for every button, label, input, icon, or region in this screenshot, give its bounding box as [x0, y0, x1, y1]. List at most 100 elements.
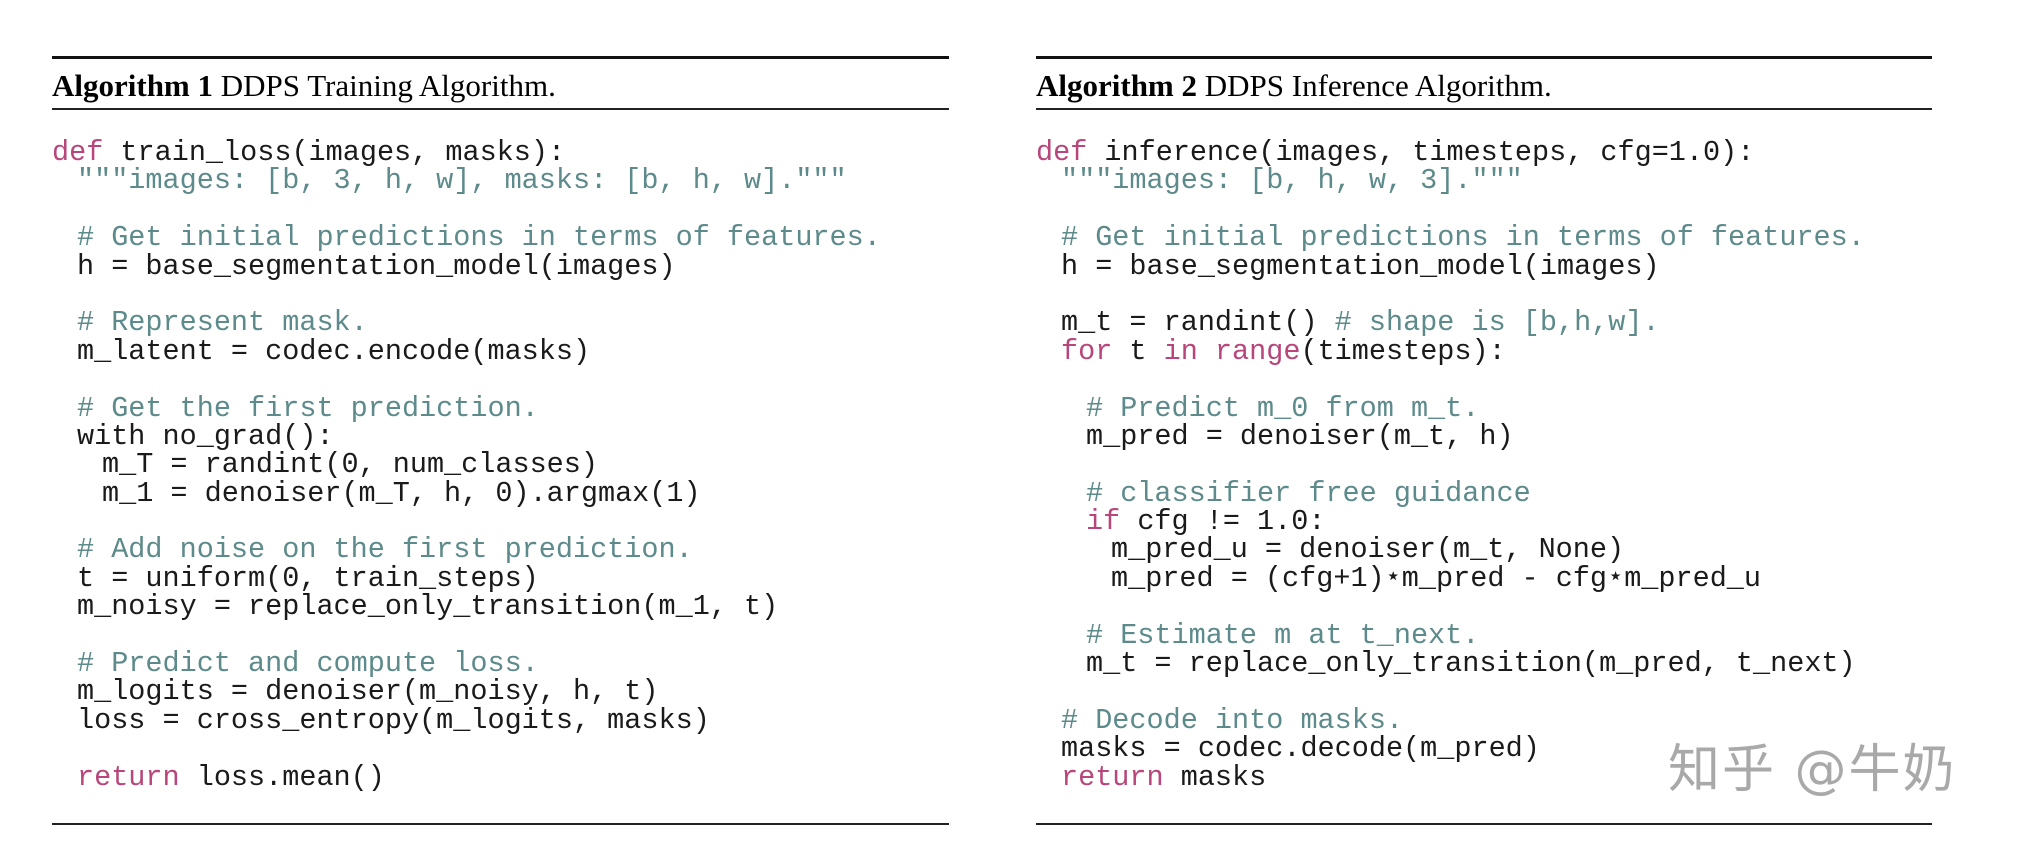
code-text: with no_grad(): — [77, 419, 334, 453]
caption-rule — [52, 108, 949, 110]
code-line: for t in range(timesteps): — [1036, 334, 1932, 368]
code-line: m_logits = denoiser(m_noisy, h, t) — [52, 675, 949, 709]
code-line: m_pred = denoiser(m_t, h) — [1036, 419, 1932, 453]
code-keyword: in — [1163, 334, 1198, 368]
code-line: t = uniform(0, train_steps) — [52, 561, 949, 595]
code-line: m_t = randint() # shape is [b,h,w]. — [1036, 306, 1932, 340]
code-line: """images: [b, h, w, 3].""" — [1036, 164, 1932, 198]
top-rule — [52, 56, 949, 59]
blank-line — [52, 366, 949, 394]
blank-line — [1036, 451, 1932, 479]
code-comment: # Get initial predictions in terms of fe… — [1061, 221, 1865, 255]
blank-line — [1036, 678, 1932, 706]
blank-line — [52, 735, 949, 763]
code-text: loss = cross_entropy(m_logits, masks) — [77, 703, 710, 737]
top-rule — [1036, 56, 1932, 59]
code-text: m_T = randint(0, num_classes) — [102, 448, 598, 482]
algorithm-title: DDPS Inference Algorithm. — [1204, 68, 1552, 103]
code-listing: def train_loss(images, masks):"""images:… — [52, 136, 949, 794]
code-keyword: return — [1061, 760, 1164, 794]
code-text: inference(images, timesteps, cfg=1.0): — [1087, 136, 1755, 169]
code-keyword: if — [1086, 505, 1121, 539]
code-line: if cfg != 1.0: — [1036, 505, 1932, 539]
code-text: m_1 = denoiser(m_T, h, 0).argmax(1) — [102, 476, 701, 510]
code-line: # Add noise on the first prediction. — [52, 533, 949, 567]
code-keyword: return — [77, 760, 180, 794]
code-line: m_T = randint(0, num_classes) — [52, 448, 949, 482]
blank-line — [52, 281, 949, 309]
algorithm-title: DDPS Training Algorithm. — [220, 68, 556, 103]
code-line: return masks — [1036, 760, 1932, 794]
code-text: t — [1112, 334, 1164, 368]
algorithm-label: Algorithm 1 — [52, 68, 214, 103]
code-text — [1198, 335, 1215, 368]
code-line: # Get initial predictions in terms of fe… — [1036, 221, 1932, 255]
code-text: h = base_segmentation_model(images) — [77, 249, 676, 283]
code-comment: # classifier free guidance — [1086, 476, 1531, 510]
code-text: train_loss(images, masks): — [103, 136, 566, 169]
code-comment: # Get the first prediction. — [77, 391, 539, 425]
code-line: # Get initial predictions in terms of fe… — [52, 223, 949, 252]
code-text: m_pred_u = denoiser(m_t, None) — [1111, 533, 1625, 567]
code-text: (timesteps): — [1300, 334, 1506, 368]
code-comment: # Represent mask. — [77, 306, 368, 340]
code-line: h = base_segmentation_model(images) — [1036, 249, 1932, 283]
code-comment: # Predict and compute loss. — [77, 647, 539, 681]
code-line: # Predict and compute loss. — [52, 647, 949, 681]
blank-line — [52, 196, 949, 224]
code-line: # Predict m_0 from m_t. — [1036, 394, 1932, 423]
code-line: m_noisy = replace_only_transition(m_1, t… — [52, 590, 949, 624]
watermark-text: 知乎 @牛奶 — [1668, 740, 1957, 800]
code-line: # Estimate m at t_next. — [1036, 618, 1932, 652]
code-text: h = base_segmentation_model(images) — [1061, 249, 1660, 283]
code-text: cfg != 1.0: — [1120, 505, 1326, 539]
blank-line — [1036, 281, 1932, 309]
code-line: # Decode into masks. — [1036, 703, 1932, 737]
blank-line — [52, 622, 949, 650]
code-line: """images: [b, 3, h, w], masks: [b, h, w… — [52, 164, 949, 198]
code-text: m_noisy = replace_only_transition(m_1, t… — [77, 590, 779, 624]
code-text: m_pred = (cfg+1)⋆m_pred - cfg⋆m_pred_u — [1111, 561, 1762, 595]
bottom-rule — [1036, 823, 1932, 825]
blank-line — [1036, 593, 1932, 621]
code-line: masks = codec.decode(m_pred) — [1036, 732, 1932, 766]
blank-line — [52, 508, 949, 536]
code-line: # Get the first prediction. — [52, 391, 949, 425]
code-line: h = base_segmentation_model(images) — [52, 249, 949, 283]
code-text: masks — [1163, 760, 1267, 794]
code-comment: # Add noise on the first prediction. — [77, 533, 693, 567]
code-listing: def inference(images, timesteps, cfg=1.0… — [1036, 136, 1932, 794]
code-text: m_logits = denoiser(m_noisy, h, t) — [77, 675, 659, 709]
code-line: m_pred = (cfg+1)⋆m_pred - cfg⋆m_pred_u — [1036, 561, 1932, 595]
code-text: loss.mean() — [179, 760, 385, 794]
code-comment: """images: [b, h, w, 3].""" — [1061, 164, 1523, 198]
blank-line — [1036, 196, 1932, 224]
code-text: m_latent = codec.encode(masks) — [77, 334, 591, 368]
code-keyword: def — [1036, 136, 1088, 169]
code-line: m_latent = codec.encode(masks) — [52, 334, 949, 368]
code-line: def inference(images, timesteps, cfg=1.0… — [1036, 136, 1932, 169]
code-comment: # Estimate m at t_next. — [1086, 618, 1480, 652]
blank-line — [1036, 366, 1932, 394]
code-keyword: def — [52, 136, 104, 169]
code-line: m_t = replace_only_transition(m_pred, t_… — [1036, 647, 1932, 681]
caption-rule — [1036, 108, 1932, 110]
algorithm-label: Algorithm 2 — [1036, 68, 1198, 103]
code-line: m_1 = denoiser(m_T, h, 0).argmax(1) — [52, 476, 949, 510]
algorithm-caption: Algorithm 2 DDPS Inference Algorithm. — [1036, 66, 1552, 106]
code-comment: # shape is [b,h,w]. — [1334, 306, 1660, 340]
code-line: loss = cross_entropy(m_logits, masks) — [52, 703, 949, 737]
code-text: m_t = replace_only_transition(m_pred, t_… — [1086, 647, 1856, 681]
code-text: masks = codec.decode(m_pred) — [1061, 732, 1540, 766]
code-comment: # Decode into masks. — [1061, 703, 1404, 737]
code-text: t = uniform(0, train_steps) — [77, 561, 539, 595]
code-line: def train_loss(images, masks): — [52, 136, 949, 169]
code-line: with no_grad(): — [52, 419, 949, 453]
code-line: # Represent mask. — [52, 306, 949, 340]
code-line: m_pred_u = denoiser(m_t, None) — [1036, 533, 1932, 567]
code-text: m_t = randint() — [1061, 306, 1335, 340]
code-comment: """images: [b, 3, h, w], masks: [b, h, w… — [77, 164, 847, 198]
algorithm-caption: Algorithm 1 DDPS Training Algorithm. — [52, 66, 556, 106]
code-text: m_pred = denoiser(m_t, h) — [1086, 419, 1514, 453]
code-line: return loss.mean() — [52, 760, 949, 794]
